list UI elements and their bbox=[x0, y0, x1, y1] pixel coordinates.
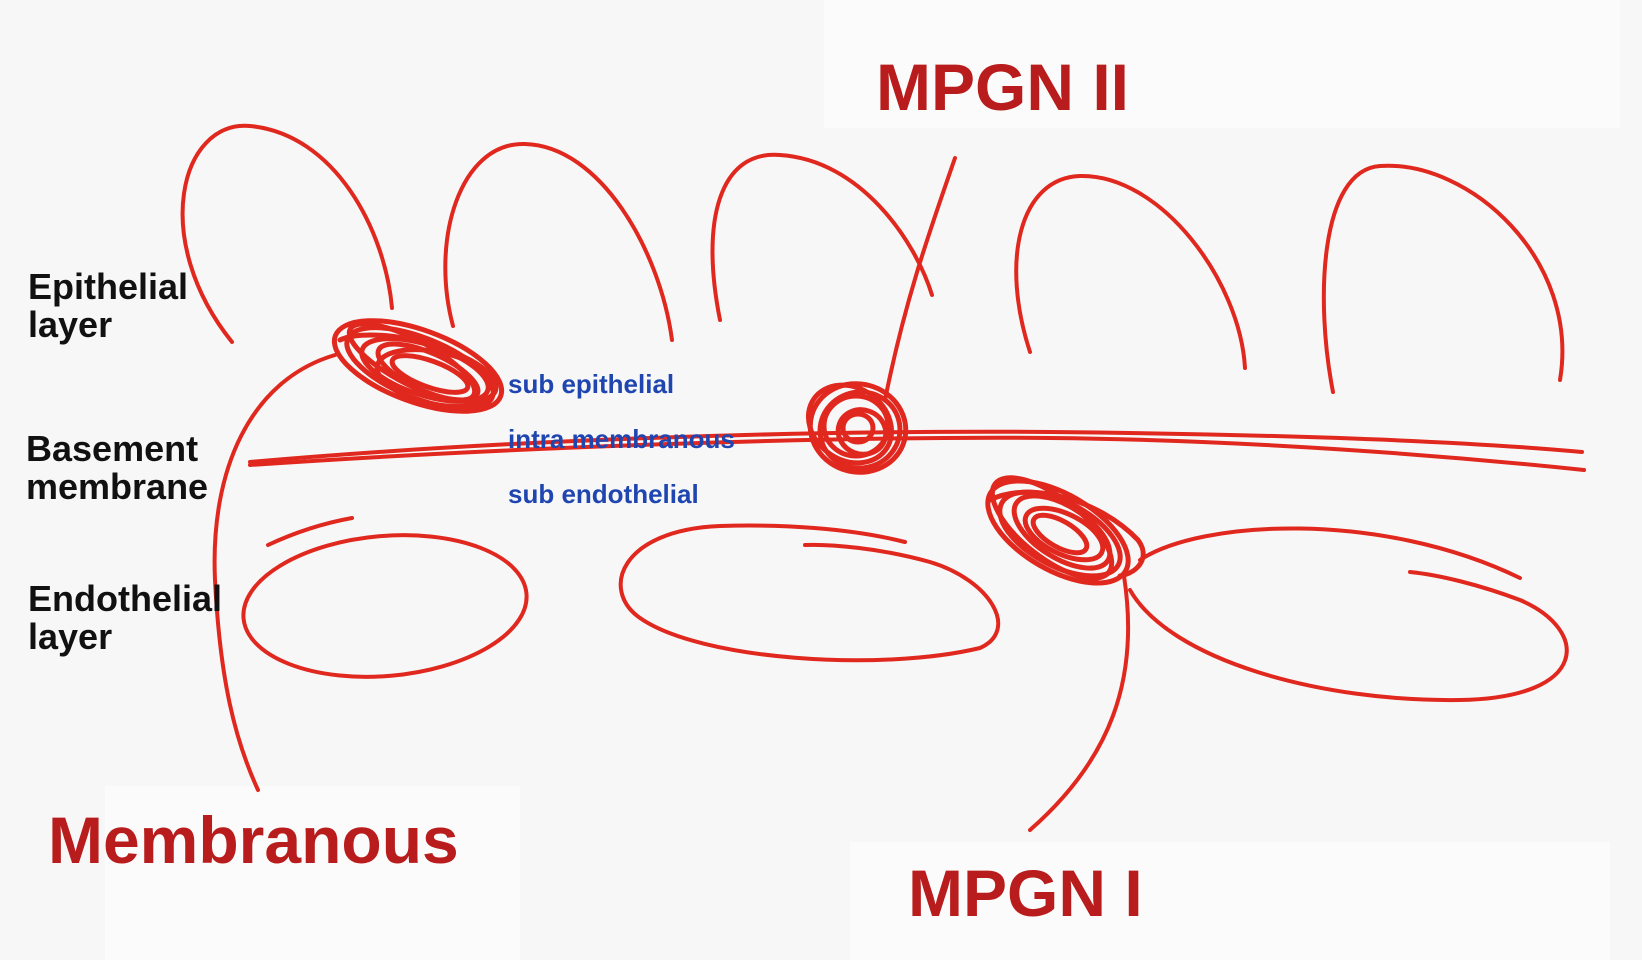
endothelial-loop-3-lower bbox=[1128, 570, 1569, 703]
basement-label-line-2: membrane bbox=[26, 466, 209, 507]
endothelial-loop-1-body bbox=[241, 533, 529, 679]
mpgn-ii-panel bbox=[824, 0, 1620, 128]
endothelial-loop-2 bbox=[618, 523, 1001, 663]
epithelial-loop-3 bbox=[710, 152, 934, 322]
intra-membranous-label: intra membranous bbox=[508, 424, 735, 454]
epithelial-label-line-1: Epithelial bbox=[28, 266, 189, 307]
epithelial-loop-1 bbox=[180, 123, 394, 344]
left-boundary-curve bbox=[212, 353, 337, 792]
mpgn-i-label: MPGN I bbox=[908, 856, 1143, 930]
subepithelial-deposit bbox=[331, 318, 505, 414]
basement-membrane-line-1 bbox=[248, 429, 1584, 464]
endothelial-label-line-1: Endothelial bbox=[28, 578, 223, 619]
epithelial-layer-label: Epithelial layer bbox=[28, 268, 188, 344]
intramembranous-deposit bbox=[805, 381, 909, 475]
endothelial-loop-3 bbox=[1138, 526, 1522, 580]
membranous-panel bbox=[105, 786, 520, 960]
epithelial-loop-2 bbox=[443, 141, 674, 342]
epithelial-loop-5 bbox=[1321, 163, 1565, 394]
mpgn-i-panel bbox=[850, 842, 1610, 960]
sub-endothelial-label: sub endothelial bbox=[508, 479, 699, 509]
epithelial-label-line-2: layer bbox=[28, 304, 113, 345]
mpgn-i-tail bbox=[1028, 574, 1131, 832]
endothelial-loop-1 bbox=[266, 516, 354, 547]
endothelial-label-line-2: layer bbox=[28, 616, 113, 657]
epithelial-loop-4 bbox=[1014, 173, 1247, 370]
mpgn-ii-label: MPGN II bbox=[876, 50, 1130, 124]
basement-membrane-label: Basement membrane bbox=[26, 430, 208, 506]
membranous-label: Membranous bbox=[48, 803, 459, 877]
sub-epithelial-label: sub epithelial bbox=[508, 369, 675, 399]
endothelial-layer-label: Endothelial layer bbox=[28, 580, 222, 656]
basement-label-line-1: Basement bbox=[26, 428, 199, 469]
subendothelial-deposit bbox=[985, 475, 1146, 586]
basement-membrane-line-2 bbox=[248, 435, 1586, 472]
mpgn-ii-crossing-stroke bbox=[883, 156, 957, 402]
